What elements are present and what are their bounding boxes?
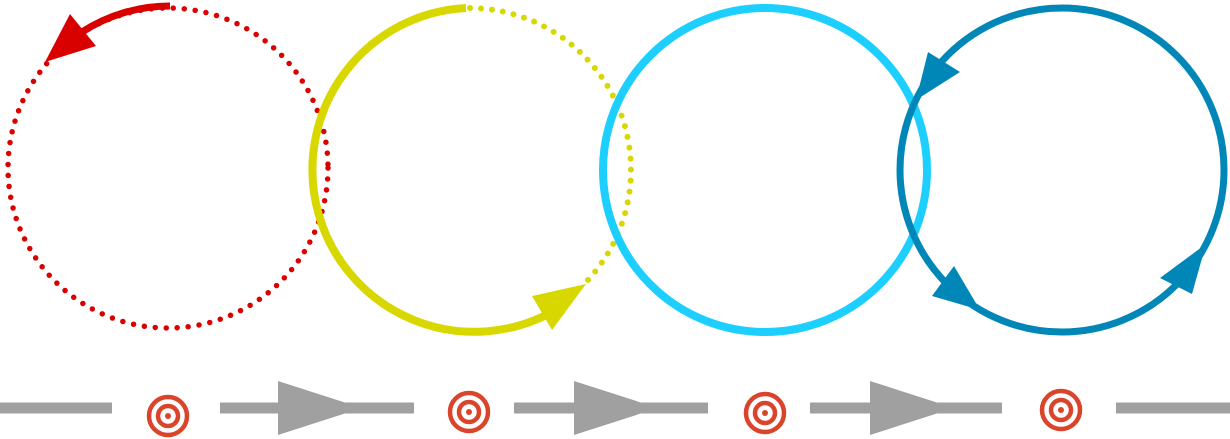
target-icon: [1039, 388, 1083, 432]
arrow-right-icon: [278, 381, 362, 435]
stage-2-solid-arc: [308, 4, 554, 336]
stage-2-cycle: [308, 4, 634, 336]
stage-4-arrowhead-bottom-left-icon: [932, 266, 980, 310]
stage-4-arrowhead-bottom-right-icon: [1160, 244, 1206, 294]
stage-1-arrowhead-icon: [45, 14, 96, 62]
target-icon: [146, 394, 190, 438]
stage-3-ring: [599, 4, 931, 336]
arrow-right-icon: [574, 381, 658, 435]
stage-4-arrowhead-top-right-icon: [1164, 48, 1200, 88]
stage-1-cycle: [5, 2, 331, 331]
stage-1-solid-arc: [80, 2, 171, 35]
stage-3-cycle: [599, 4, 931, 336]
stage-4-arrowhead-top-left-icon: [916, 52, 960, 100]
target-icon: [743, 391, 787, 435]
stage-2-arrowhead-icon: [532, 284, 586, 330]
stage-4-ring: [896, 4, 1228, 336]
timeline: [0, 381, 1230, 438]
stage-4-cycle: [896, 4, 1228, 336]
target-icon: [447, 390, 491, 434]
arrow-right-icon: [870, 381, 954, 435]
stage-1-dotted-ring: [5, 5, 331, 331]
